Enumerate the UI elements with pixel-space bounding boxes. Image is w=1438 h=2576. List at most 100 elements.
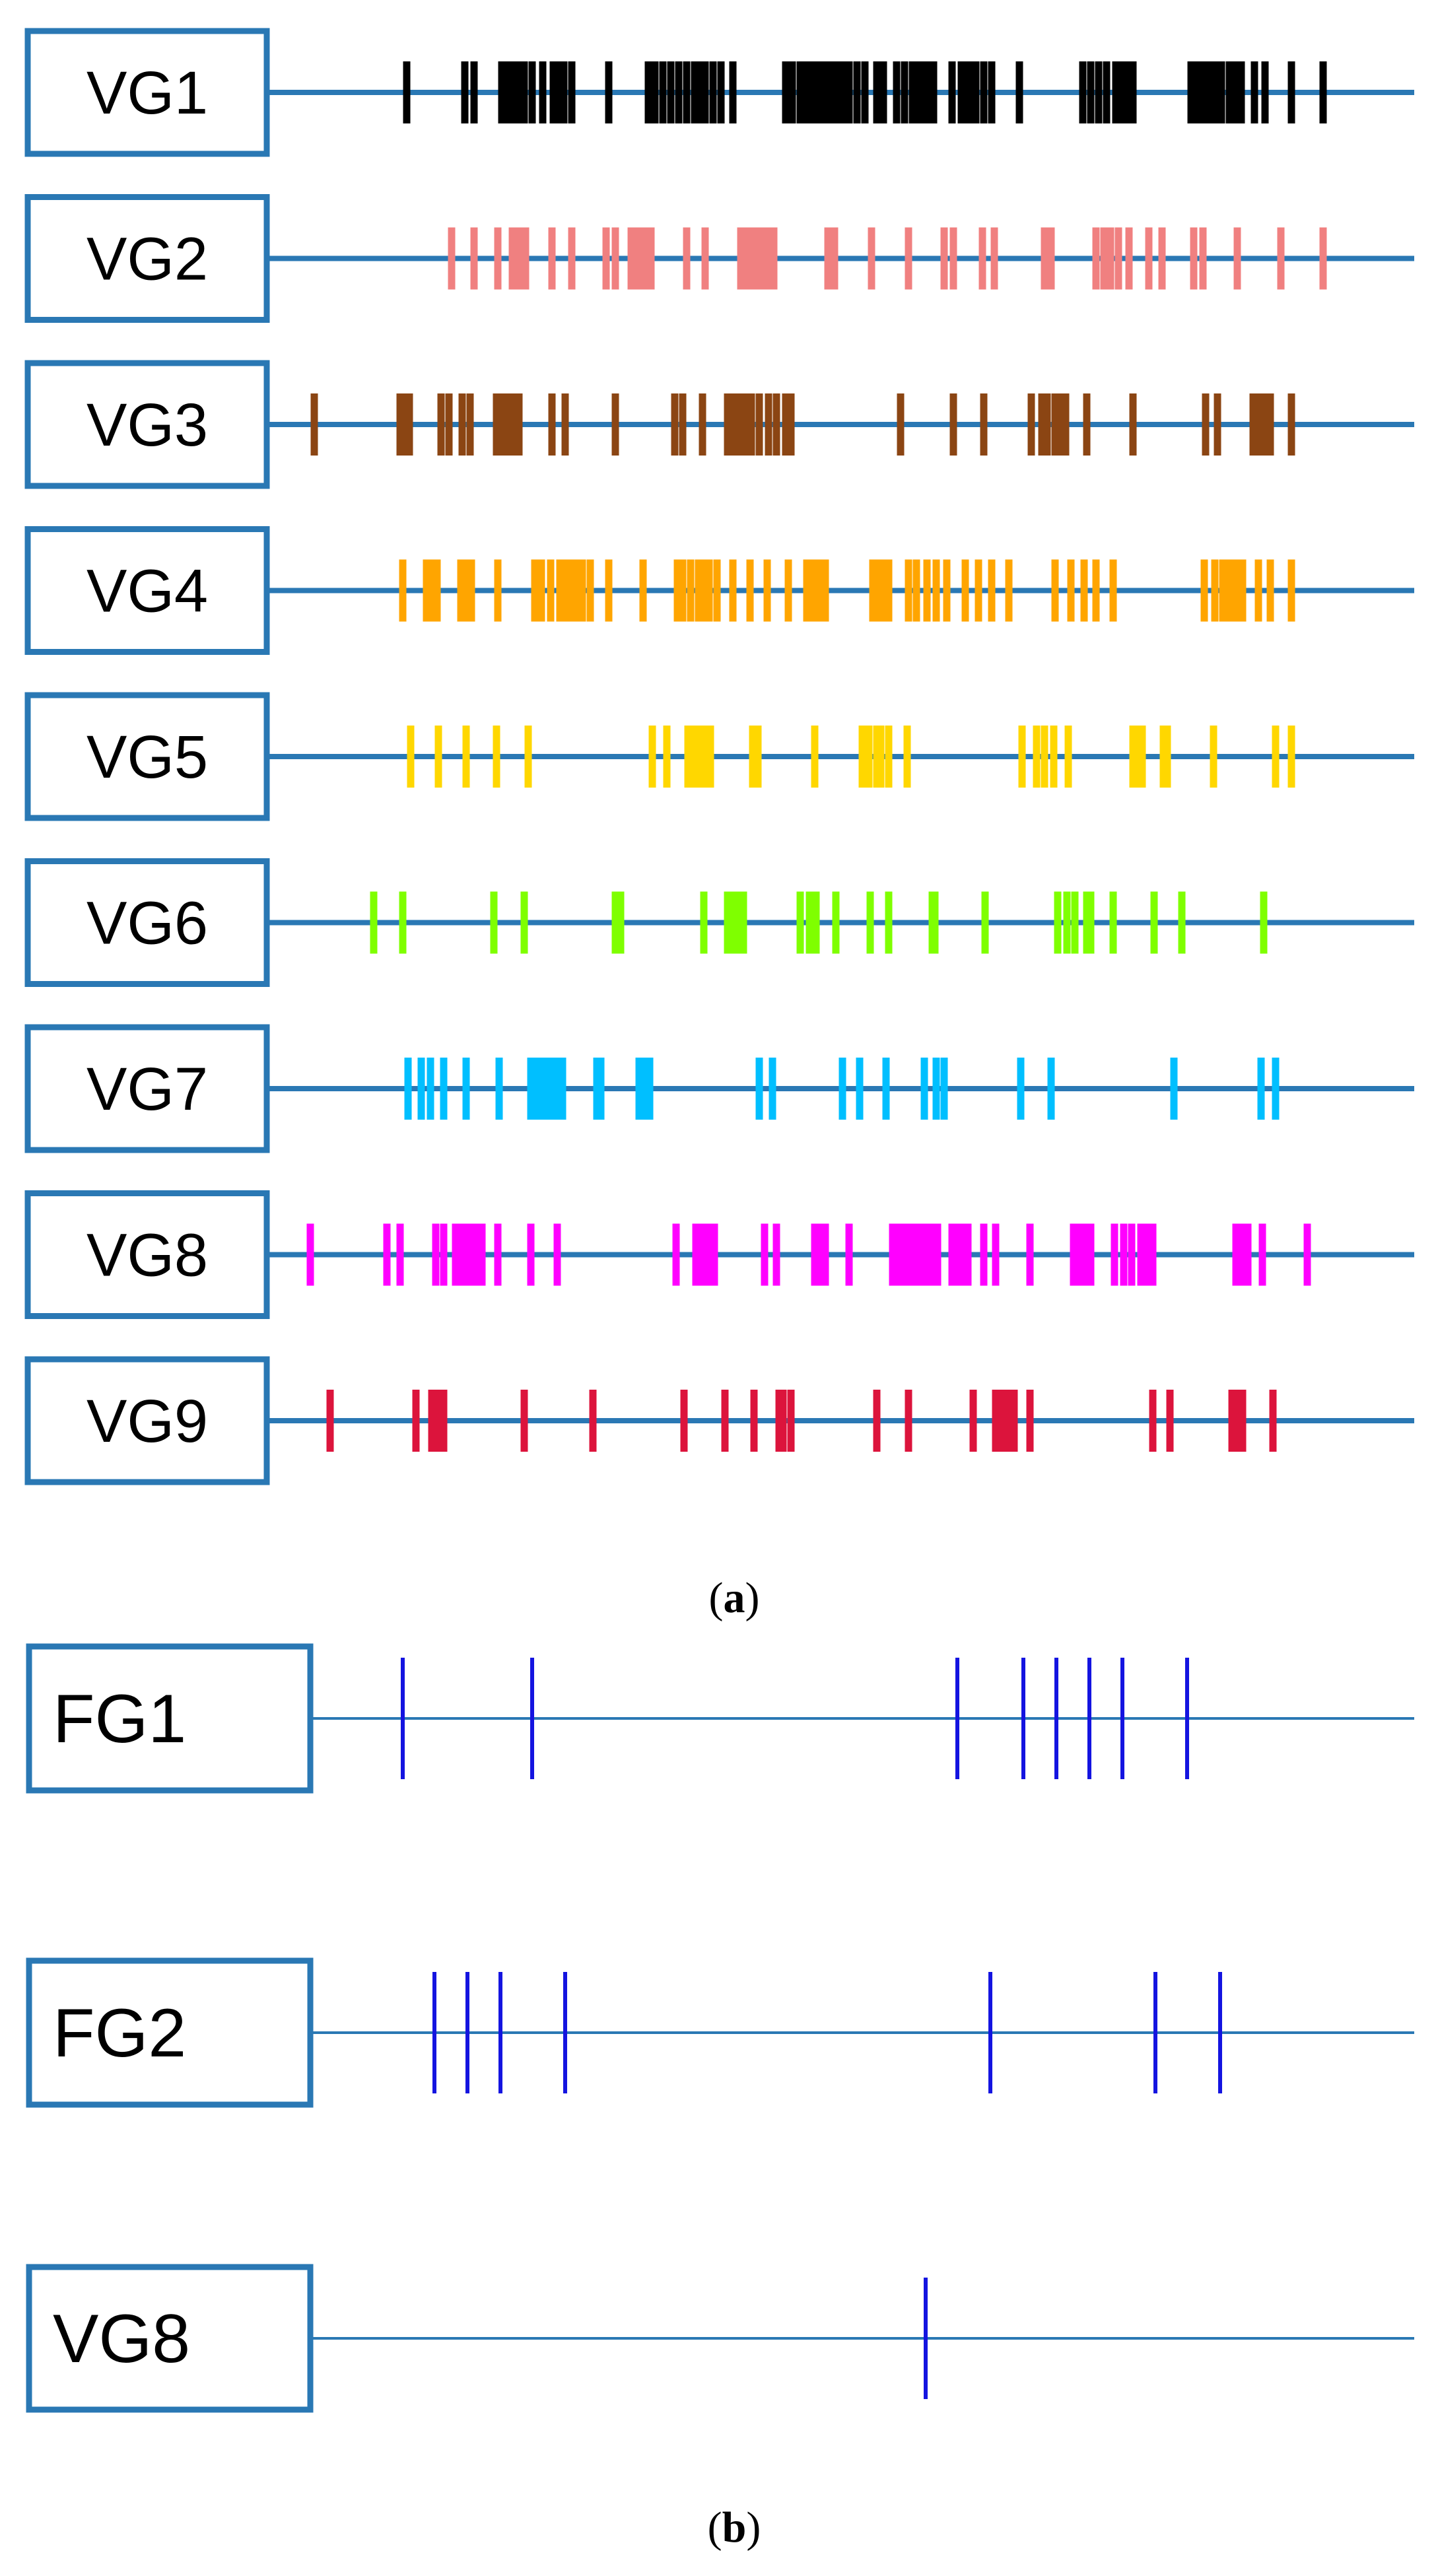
track-tick-mark [547,1058,555,1120]
track-tick-mark [975,559,982,622]
track-tick-mark [779,1390,787,1452]
track-tick-mark [700,559,708,622]
track-tick-mark [948,61,956,123]
track-tick-mark [772,393,780,456]
track-tick-mark [1235,559,1243,622]
track-tick-mark [467,559,475,622]
track-tick-mark [407,726,415,788]
track-tick-mark [520,1390,528,1452]
track-tick-mark [1017,1058,1025,1120]
track-tick-mark [1254,559,1262,622]
track-tick-mark [1054,891,1062,954]
track-tick-mark [405,393,413,456]
track-tick-mark [889,1223,897,1286]
track-label-box [24,526,270,655]
track-tick-mark [403,61,411,123]
track-tick-mark [1118,61,1126,123]
track-label: VG9 [86,1388,208,1455]
track-tick-mark [923,1223,931,1286]
track-tick-mark [1087,61,1095,123]
track-tick-mark [787,393,795,456]
track-tick-mark [433,559,441,622]
track-tick-mark [428,559,436,622]
track-tick-mark [1109,891,1117,954]
track-tick-mark [948,1223,956,1286]
track-tick-mark [705,1223,713,1286]
track-label: VG1 [86,59,208,127]
track-tick-mark [812,61,820,123]
track-tick-mark [761,227,769,290]
track-tick-mark [1080,559,1088,622]
track-tick-mark [1111,1223,1118,1286]
track-tick-mark [746,559,754,622]
track-tick-mark [980,61,988,123]
track-tick-mark [923,559,931,622]
track-tick-mark [1018,726,1026,788]
track-tick-mark [739,891,747,954]
track-tick-mark [651,61,659,123]
track-tick-mark [1145,227,1153,290]
track-tick-mark [647,227,655,290]
track-tick-mark [648,726,656,788]
track-tick-mark [905,227,912,290]
track-tick-mark [1287,559,1295,622]
track-tick-mark [527,1223,535,1286]
track-tick-mark [644,61,652,123]
track-tick-mark [1269,1390,1277,1452]
track-tick-mark [1071,891,1079,954]
track-tick-mark [868,227,875,290]
track-tick-mark [494,227,502,290]
track-label: VG7 [86,1056,208,1123]
track-tick-mark [1004,1390,1011,1452]
track-tick-mark [1163,726,1171,788]
track-tick-mark [428,1390,436,1452]
track-tick-mark [957,61,965,123]
track-row-vg9: VG9 [24,1356,1414,1485]
track-tick-mark [667,61,675,123]
track-tick-mark [915,61,923,123]
track-tick-mark [396,393,404,456]
track-tick-mark [1202,393,1210,456]
track-tick-mark [1047,1058,1055,1120]
track-tick-mark [858,726,866,788]
track-tick-mark [811,1223,819,1286]
track-tick-mark [639,559,647,622]
track-tick-mark [1038,393,1046,456]
track-tick-mark [903,1223,911,1286]
track-tick-mark [943,559,951,622]
track-tick-mark [1095,61,1103,123]
track-tick-mark [684,726,692,788]
track-tick-mark [528,61,536,123]
track-tick-mark [821,1223,829,1286]
track-tick-mark [1079,61,1087,123]
track-tick-mark [568,559,576,622]
track-tick-mark [1075,1223,1083,1286]
track-tick-mark [742,227,750,290]
track-tick-mark [524,726,532,788]
track-tick-mark [981,891,989,954]
track-tick-mark [1070,1223,1078,1286]
track-tick-mark [495,1058,503,1120]
track-tick-mark [736,891,743,954]
track-row-vg6: VG6 [24,858,1414,987]
track-tick-mark [990,227,998,290]
track-tick-mark [805,891,813,954]
track-tick-mark [1303,1223,1311,1286]
track-tick-mark [1026,1223,1034,1286]
track-tick-mark [903,726,911,788]
track-tick-mark [893,1223,901,1286]
track-tick-mark [701,726,709,788]
track-tick-mark [796,891,804,954]
track-tick-mark [556,559,564,622]
track-tick-mark [912,559,920,622]
track-tick-mark [1190,227,1198,290]
track-tick-mark [560,61,568,123]
track-tick-mark [700,891,708,954]
track-tick-mark [1144,1223,1151,1286]
track-tick-mark [1064,726,1072,788]
track-tick-mark [969,1390,977,1452]
track-tick-mark [605,61,613,123]
track-tick-mark [1138,726,1146,788]
track-tick-mark [750,1390,758,1452]
